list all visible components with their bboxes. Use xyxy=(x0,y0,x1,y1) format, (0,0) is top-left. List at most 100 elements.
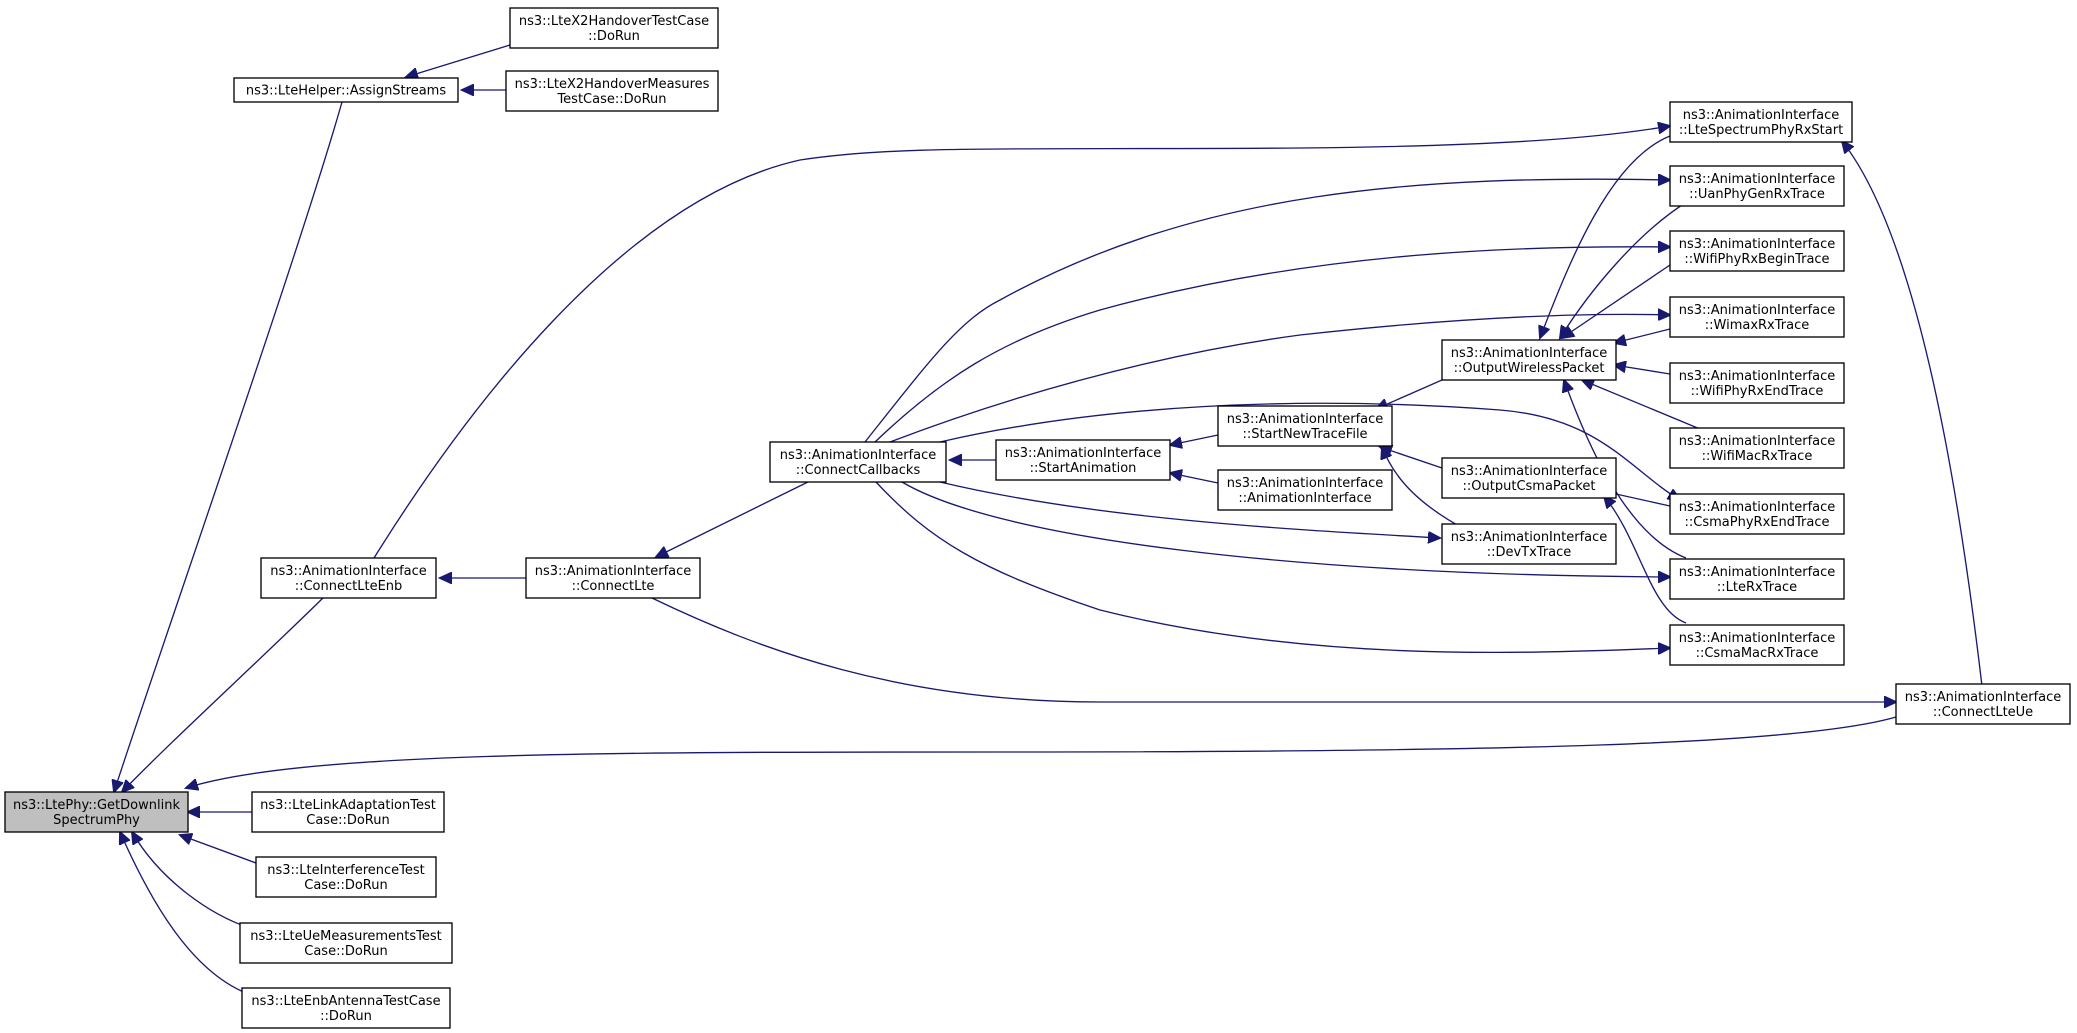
node-wifiend[interactable]: ns3::AnimationInterface::WifiPhyRxEndTra… xyxy=(1669,362,1845,404)
node-uan[interactable]: ns3::AnimationInterface::UanPhyGenRxTrac… xyxy=(1669,165,1845,207)
node-label-line: ::DevTxTrace xyxy=(1487,545,1572,560)
node-box xyxy=(1669,165,1845,207)
node-wifimac[interactable]: ns3::AnimationInterface::WifiMacRxTrace xyxy=(1669,427,1845,469)
node-box xyxy=(251,791,445,833)
node-startnew[interactable]: ns3::AnimationInterface::StartNewTraceFi… xyxy=(1217,405,1393,447)
node-animif[interactable]: ns3::AnimationInterface::AnimationInterf… xyxy=(1217,469,1393,511)
node-label-line: ::CsmaMacRxTrace xyxy=(1696,646,1819,661)
edge-wifimac-to-outwl xyxy=(1582,380,1701,430)
node-outwl[interactable]: ns3::AnimationInterface::OutputWirelessP… xyxy=(1441,339,1617,381)
node-box xyxy=(4,791,189,833)
node-ltespec[interactable]: ns3::AnimationInterface::LteSpectrumPhyR… xyxy=(1669,101,1853,143)
node-box xyxy=(1669,296,1845,338)
node-label-line: ns3::AnimationInterface xyxy=(1679,369,1836,384)
node-box xyxy=(525,557,701,599)
edge-conncb-to-devtx xyxy=(939,481,1440,538)
node-x2ho[interactable]: ns3::LteX2HandoverTestCase::DoRun xyxy=(509,7,719,49)
node-lterx[interactable]: ns3::AnimationInterface::LteRxTrace xyxy=(1669,558,1845,600)
node-label-line: ::OutputCsmaPacket xyxy=(1463,479,1596,494)
node-assign[interactable]: ns3::LteHelper::AssignStreams xyxy=(233,77,459,103)
node-csmamac[interactable]: ns3::AnimationInterface::CsmaMacRxTrace xyxy=(1669,624,1845,666)
node-label-line: ns3::LtePhy::GetDownlink xyxy=(13,798,180,813)
edge-csmamac-to-outcsma xyxy=(1604,496,1687,624)
node-box xyxy=(1217,469,1393,511)
edge-outcsma-to-startnew xyxy=(1380,447,1443,469)
node-label-line: ::ConnectCallbacks xyxy=(796,463,921,478)
node-box xyxy=(769,441,947,483)
node-connenb[interactable]: ns3::AnimationInterface::ConnectLteEnb xyxy=(260,557,437,599)
node-connue[interactable]: ns3::AnimationInterface::ConnectLteUe xyxy=(1895,683,2071,725)
node-label-line: ::WifiPhyRxEndTrace xyxy=(1691,384,1824,399)
node-label-line: ns3::AnimationInterface xyxy=(1679,434,1836,449)
graph-nodes: ns3::LtePhy::GetDownlinkSpectrumPhyns3::… xyxy=(4,7,2071,1029)
node-label-line: ns3::AnimationInterface xyxy=(1679,565,1836,580)
node-label-line: ns3::AnimationInterface xyxy=(1679,500,1836,515)
node-label-line: ns3::AnimationInterface xyxy=(1005,446,1162,461)
node-label-line: ::ConnectLteEnb xyxy=(295,579,403,594)
edge-conncb-to-connlte xyxy=(656,477,817,557)
node-wifibegin[interactable]: ns3::AnimationInterface::WifiPhyRxBeginT… xyxy=(1669,230,1845,272)
node-wimax[interactable]: ns3::AnimationInterface::WimaxRxTrace xyxy=(1669,296,1845,338)
node-box xyxy=(1441,457,1617,499)
edge-connenb-to-ltespec xyxy=(373,126,1670,559)
node-box xyxy=(1217,405,1393,447)
node-csmaphy[interactable]: ns3::AnimationInterface::CsmaPhyRxEndTra… xyxy=(1669,493,1845,535)
edge-conncb-to-lterx xyxy=(901,481,1670,577)
node-label-line: ns3::AnimationInterface xyxy=(1227,476,1384,491)
node-label-line: ns3::LteEnbAntennaTestCase xyxy=(251,994,440,1009)
node-label-line: ns3::AnimationInterface xyxy=(535,564,692,579)
node-label-line: ns3::AnimationInterface xyxy=(780,448,937,463)
node-box xyxy=(1441,523,1617,565)
node-box xyxy=(1895,683,2071,725)
node-label-line: ns3::AnimationInterface xyxy=(1451,346,1608,361)
node-label-line: ns3::LteX2HandoverTestCase xyxy=(519,14,709,29)
node-enbant[interactable]: ns3::LteEnbAntennaTestCase::DoRun xyxy=(241,987,451,1029)
edge-conncb-to-csmaphy xyxy=(939,402,1680,500)
node-label-line: ns3::LteLinkAdaptationTest xyxy=(260,798,436,813)
edge-connue-to-ltespec xyxy=(1842,141,1983,687)
edge-wifibegin-to-outwl xyxy=(1562,264,1671,338)
edge-startnew-to-startanim xyxy=(1170,434,1219,445)
node-box xyxy=(1669,230,1845,272)
edge-connenb-to-root xyxy=(122,595,326,792)
node-box xyxy=(1669,362,1845,404)
edge-connlte-to-connue xyxy=(651,597,1896,702)
graph-edges xyxy=(114,44,1983,994)
node-startanim[interactable]: ns3::AnimationInterface::StartAnimation xyxy=(995,439,1171,481)
node-box xyxy=(509,7,719,49)
node-label-line: ns3::AnimationInterface xyxy=(1679,237,1836,252)
node-x2hom[interactable]: ns3::LteX2HandoverMeasuresTestCase::DoRu… xyxy=(505,70,719,112)
edge-conncb-to-uan xyxy=(864,179,1670,443)
edge-interf-to-root xyxy=(180,835,257,864)
node-connlte[interactable]: ns3::AnimationInterface::ConnectLte xyxy=(525,557,701,599)
node-label-line: ns3::LteInterferenceTest xyxy=(267,863,425,878)
edge-wimax-to-outwl xyxy=(1614,328,1671,343)
node-box xyxy=(1669,493,1845,535)
node-box xyxy=(255,856,437,898)
node-label-line: ::DoRun xyxy=(588,29,640,44)
node-label-line: ns3::AnimationInterface xyxy=(1683,108,1840,123)
node-conncb[interactable]: ns3::AnimationInterface::ConnectCallback… xyxy=(769,441,947,483)
node-label-line: ::LteRxTrace xyxy=(1717,580,1797,595)
node-box xyxy=(260,557,437,599)
node-label-line: Case::DoRun xyxy=(304,878,387,893)
node-label-line: ::UanPhyGenRxTrace xyxy=(1689,187,1825,202)
edge-x2ho-to-assign xyxy=(406,44,511,77)
node-label-line: ns3::AnimationInterface xyxy=(1451,464,1608,479)
node-box xyxy=(1669,624,1845,666)
edge-uan-to-outwl xyxy=(1560,199,1691,338)
node-devtx[interactable]: ns3::AnimationInterface::DevTxTrace xyxy=(1441,523,1617,565)
node-outcsma[interactable]: ns3::AnimationInterface::OutputCsmaPacke… xyxy=(1441,457,1617,499)
node-box xyxy=(241,987,451,1029)
node-label-line: ::StartNewTraceFile xyxy=(1242,427,1367,442)
node-label-line: ns3::AnimationInterface xyxy=(1905,690,2062,705)
edge-conncb-to-wimax xyxy=(889,314,1670,443)
node-box xyxy=(1669,558,1845,600)
node-label-line: ns3::AnimationInterface xyxy=(1679,303,1836,318)
node-box xyxy=(505,70,719,112)
node-box xyxy=(1441,339,1617,381)
